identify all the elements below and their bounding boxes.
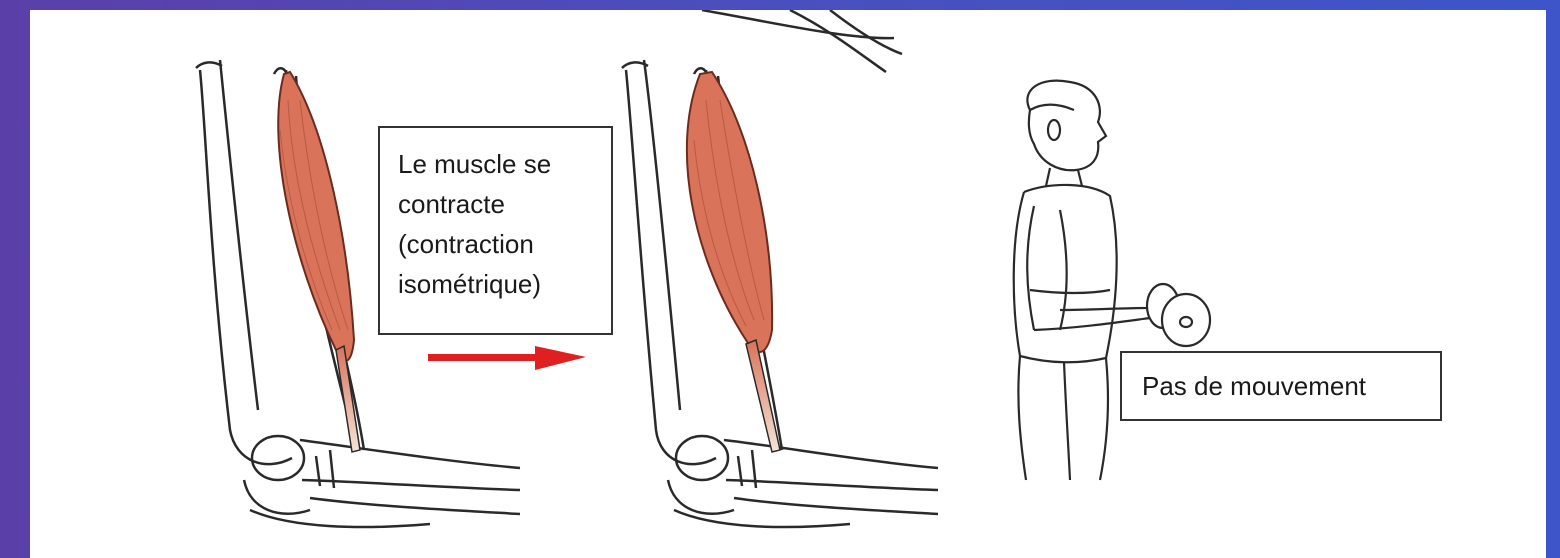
right-arrow-icon [428, 346, 586, 370]
contraction-line-2: contracte [398, 184, 593, 224]
biceps-muscle-relaxed [278, 72, 354, 361]
contraction-label-box: Le muscle se contracte (contraction isom… [378, 126, 613, 335]
no-movement-label: Pas de mouvement [1142, 371, 1366, 401]
diagram-panel: Le muscle se contracte (contraction isom… [30, 10, 1546, 558]
diagram-illustration [30, 10, 1546, 558]
contraction-line-3: (contraction [398, 224, 593, 264]
contraction-line-4: isométrique) [398, 264, 593, 304]
no-movement-label-box: Pas de mouvement [1120, 351, 1442, 421]
contraction-line-1: Le muscle se [398, 144, 593, 184]
biceps-muscle-contracted [687, 72, 772, 352]
dumbbell-icon [1147, 284, 1210, 346]
